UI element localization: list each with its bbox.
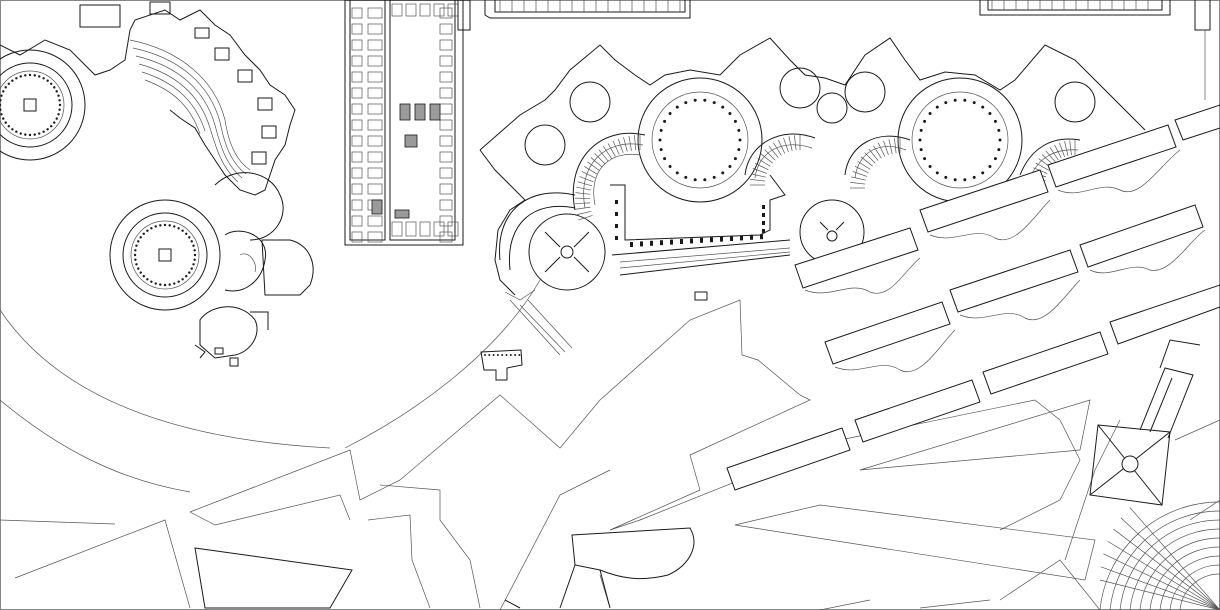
- angled-bar-buildings: [726, 104, 1220, 491]
- north-edge-buildings: [484, 0, 1211, 100]
- east-palace-complex: [479, 37, 1146, 381]
- square-monument: [1089, 339, 1220, 610]
- terrain-lines: [0, 279, 1220, 610]
- south-edge-shapes: [194, 527, 695, 609]
- west-bath-complex: [0, 1, 314, 367]
- central-block-building: [344, 0, 471, 246]
